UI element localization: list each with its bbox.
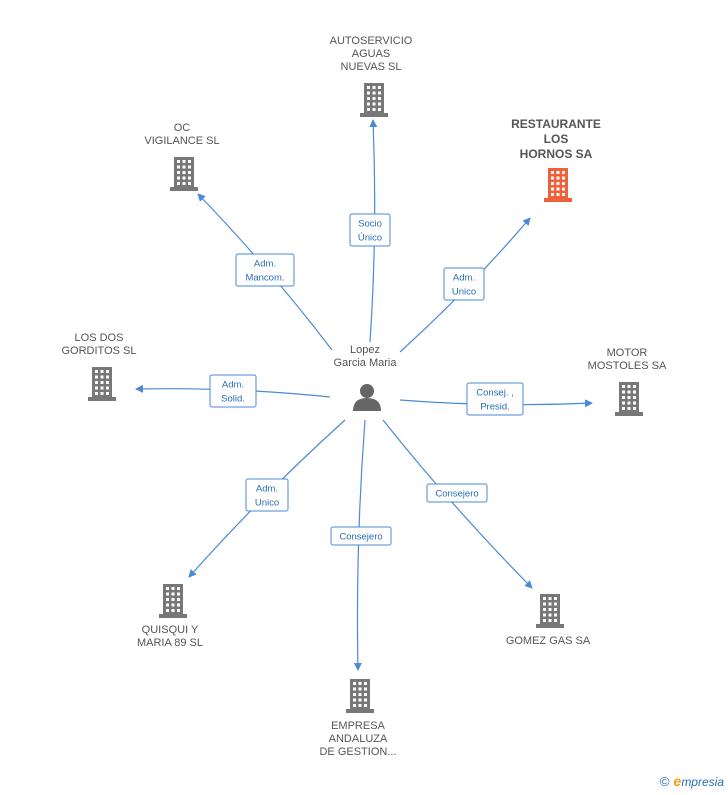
company-label: AUTOSERVICIO [330, 35, 413, 47]
company-label: QUISQUI Y [142, 624, 199, 636]
company-label: MOTOR [607, 347, 648, 359]
company-label: ANDALUZA [329, 733, 388, 745]
relation-text: Adm. [222, 380, 244, 391]
edge-gomez-gas [382, 419, 533, 589]
building-icon [159, 584, 187, 618]
company-label: OC [174, 122, 191, 134]
company-label: GOMEZ GAS SA [506, 635, 591, 647]
relation-text: Solid. [221, 394, 245, 405]
copyright-icon: © [659, 773, 670, 789]
building-icon [170, 157, 198, 191]
relation-text: Consejero [339, 532, 382, 543]
relation-text: Unico [452, 287, 476, 298]
relation-text: Único [358, 233, 382, 244]
company-label: EMPRESA [331, 720, 385, 732]
relation-label-oc-vigilance: Adm. Mancom. [235, 253, 295, 287]
relation-text: Mancom. [245, 273, 284, 284]
company-label: HORNOS SA [520, 147, 593, 161]
building-icon [88, 367, 116, 401]
company-label: LOS DOS [75, 332, 124, 344]
relation-label-empresa-andaluza: Consejero [330, 526, 392, 546]
relation-text: Socio [358, 219, 382, 230]
relation-label-motor-mostoles: Consej. , Presid. [466, 382, 524, 416]
company-label: MOSTOLES SA [588, 360, 667, 372]
company-label: NUEVAS SL [341, 61, 402, 73]
company-label: AGUAS [352, 48, 391, 60]
building-icon [536, 594, 564, 628]
company-node-gomez-gas[interactable]: GOMEZ GAS SA [506, 594, 591, 647]
center-node-label: Lopez [350, 344, 380, 356]
brand-watermark: © empresia [660, 773, 724, 789]
person-icon [353, 384, 381, 411]
relation-label-los-dos-gorditos: Adm. Solid. [209, 374, 257, 408]
relation-label-quisqui: Adm. Unico [245, 478, 289, 512]
company-label: LOS [544, 132, 569, 146]
building-icon [615, 382, 643, 416]
relation-text: Consej. , [476, 388, 514, 399]
relation-text: Presid. [480, 402, 510, 413]
relation-text: Adm. [254, 259, 276, 270]
center-node-label: Garcia Maria [334, 357, 398, 369]
brand-initial: e [673, 773, 682, 789]
relation-label-restaurante: Adm. Unico [443, 267, 485, 301]
building-icon [360, 83, 388, 117]
relation-label-gomez-gas: Consejero [426, 483, 488, 503]
company-label: DE GESTION... [319, 746, 396, 758]
relation-text: Adm. [256, 484, 278, 495]
company-label: VIGILANCE SL [144, 135, 219, 147]
building-icon [346, 679, 374, 713]
building-icon [544, 168, 572, 202]
company-label: RESTAURANTE [511, 117, 601, 131]
relation-text: Unico [255, 498, 279, 509]
company-label: GORDITOS SL [62, 345, 137, 357]
relation-text: Consejero [435, 489, 478, 500]
brand-name: mpresia [681, 775, 724, 789]
relation-text: Adm. [453, 273, 475, 284]
company-label: MARIA 89 SL [137, 637, 203, 649]
